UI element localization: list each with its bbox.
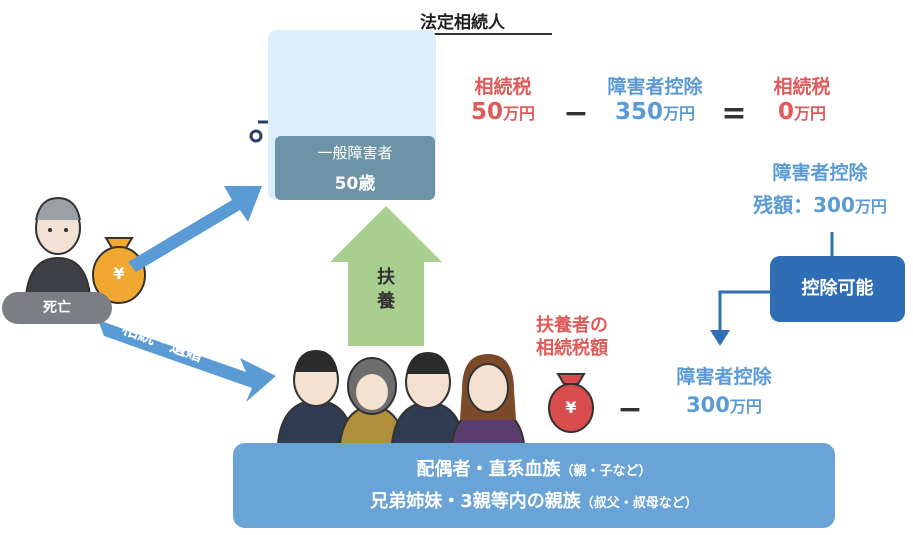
formula-result-label: 相続税: [773, 76, 831, 98]
deceased-yen: ¥: [113, 264, 125, 283]
remaining-label: 障害者控除: [772, 162, 868, 184]
formula-deduction-value: 350万円: [614, 99, 696, 125]
formula-tax-value: 50万円: [470, 99, 536, 125]
support-arrow: [330, 206, 442, 346]
dependent-minus: −: [617, 392, 643, 427]
dependent-deduction-label: 障害者控除: [676, 366, 772, 388]
formula-equals: =: [721, 96, 747, 131]
deductible-connector: [718, 290, 770, 336]
support-label: 扶養: [377, 267, 395, 312]
inherit-bequest-arrow: [98, 320, 276, 402]
formula-minus: −: [563, 96, 589, 131]
tax-money-bag-icon: [548, 373, 594, 433]
remaining-deduction: 障害者控除 残額：300万円: [730, 158, 910, 218]
remaining-value: 残額：300万円: [753, 193, 887, 217]
dependents-line1: 配偶者・直系血族（親・子など）: [416, 459, 652, 480]
heir-age: 50歳: [334, 174, 376, 194]
heir-type: 一般障害者: [317, 144, 393, 162]
formula-deduction-label: 障害者控除: [607, 76, 703, 98]
formula-tax: 相続税 50万円: [448, 72, 558, 125]
dependent-tax-label: 扶養者の 相続税額: [536, 315, 608, 359]
formula-tax-label: 相続税: [474, 76, 532, 98]
dependent-deduction-value: 300万円: [686, 393, 762, 417]
dependents-line2: 兄弟姉妹・3親等内の親族（叔父・叔母など）: [370, 491, 698, 512]
dependents-box: 配偶者・直系血族（親・子など） 兄弟姉妹・3親等内の親族（叔父・叔母など）: [233, 443, 835, 528]
heir-label: 一般障害者 50歳: [275, 136, 435, 200]
deceased-label: 死亡: [2, 292, 112, 324]
formula-deduction: 障害者控除 350万円: [584, 72, 726, 125]
dependent-deduction: 障害者控除 300万円: [644, 362, 804, 417]
inherit-arrow: [128, 186, 262, 272]
deductible-box: 控除可能: [770, 256, 905, 322]
deductible-arrowhead: [710, 330, 730, 346]
formula-result-value: 0万円: [777, 99, 827, 125]
legal-heir-title: 法定相続人: [420, 13, 505, 33]
dependent-yen: ¥: [565, 398, 577, 417]
formula-result: 相続税 0万円: [752, 72, 852, 125]
deceased-man-illustration: [24, 196, 92, 297]
family-group-illustration: [276, 350, 526, 445]
